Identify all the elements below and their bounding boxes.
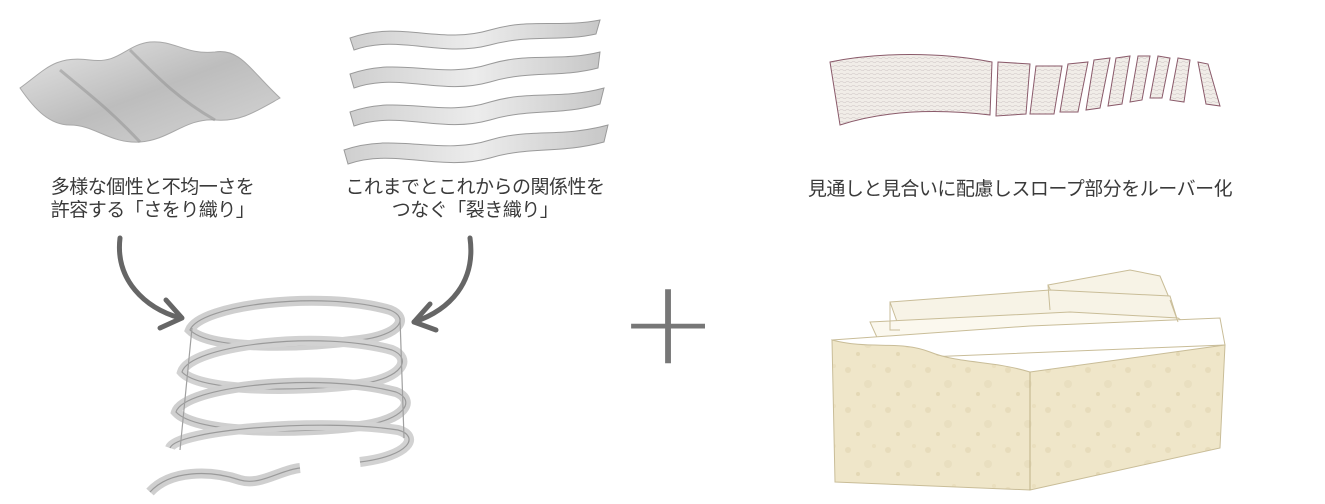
caption-saki: これまでとこれからの関係性を つなぐ「裂き織り」 (300, 176, 650, 222)
plus-sign: + (618, 253, 718, 391)
arrow-right-curve (411, 235, 474, 333)
arrow-left-curve (116, 235, 185, 331)
saki-fabric-illustration (343, 19, 609, 165)
caption-saki-line1: これまでとこれからの関係性を (345, 176, 605, 198)
caption-saki-line2: つなぐ「裂き織り」 (391, 199, 559, 221)
caption-sawori: 多様な個性と不均一さを 許容する「さをり織り」 (10, 176, 295, 222)
caption-sawori-line1: 多様な個性と不均一さを (50, 176, 255, 198)
louver-illustration (829, 54, 1221, 126)
caption-sawori-line2: 許容する「さをり織り」 (50, 199, 255, 221)
caption-louver: 見通しと見合いに配慮しスロープ部分をルーバー化 (720, 178, 1320, 201)
caption-louver-line1: 見通しと見合いに配慮しスロープ部分をルーバー化 (807, 178, 1233, 200)
building-mass-illustration (830, 269, 1226, 491)
woven-spiral-illustration (146, 295, 414, 496)
sawori-fabric-illustration (19, 41, 281, 144)
